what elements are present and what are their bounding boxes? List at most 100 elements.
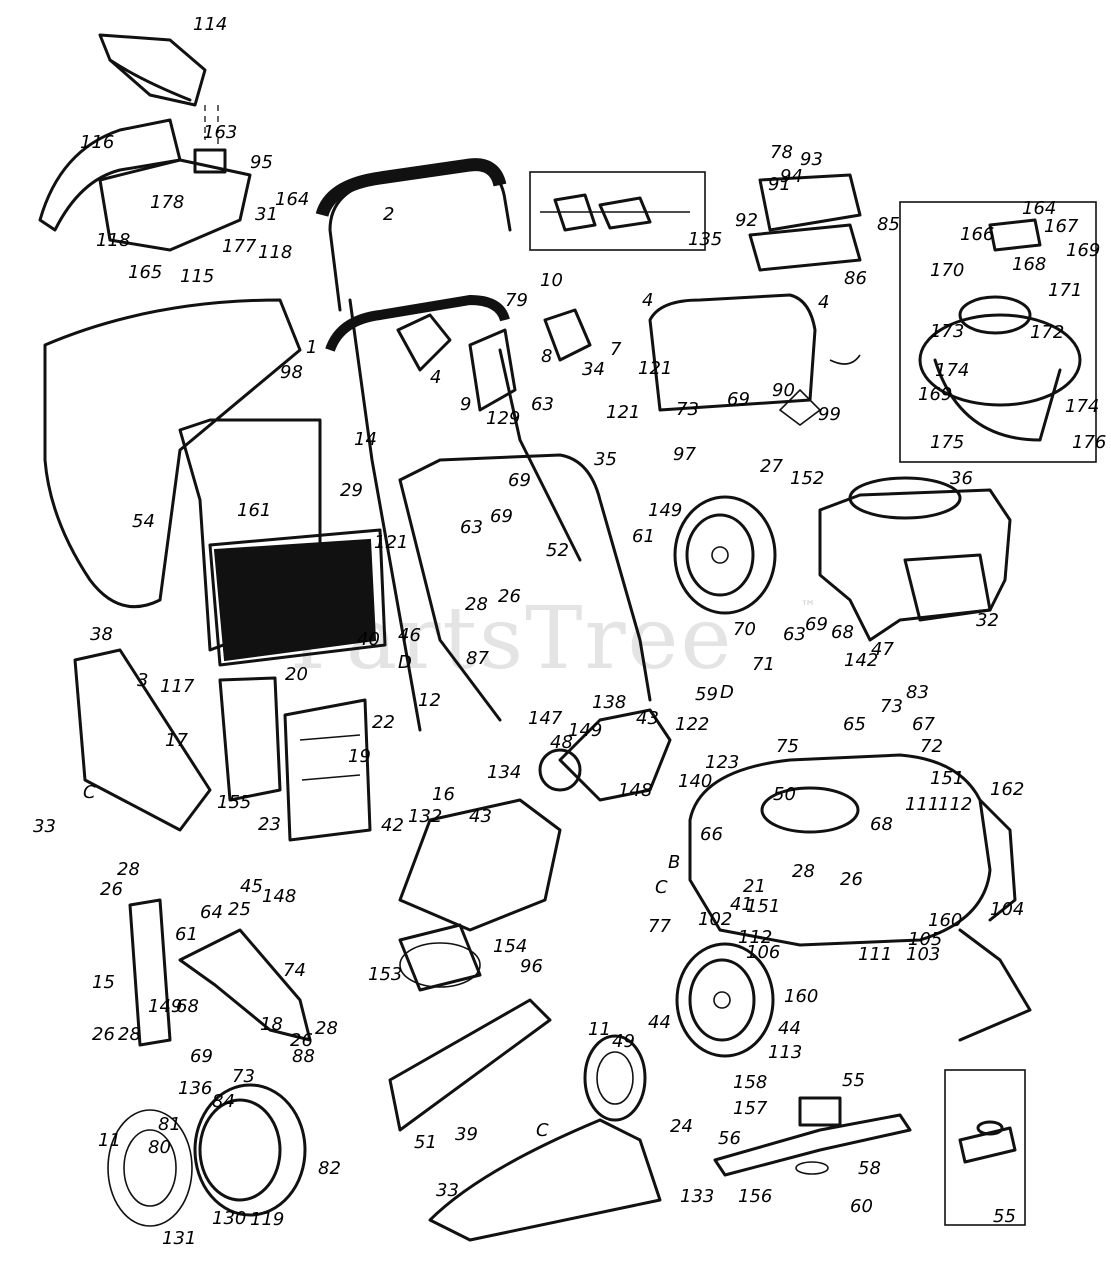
part-label-l158: 158 — [733, 1072, 767, 1093]
blade-assembly — [713, 1096, 912, 1177]
part-label-l71: 71 — [752, 654, 775, 675]
part-label-l147: 147 — [528, 708, 563, 729]
part-label-l44b: 44 — [778, 1018, 801, 1039]
part-label-l114: 114 — [193, 14, 227, 35]
part-label-l69e: 69 — [190, 1046, 213, 1067]
part-label-l69a: 69 — [727, 389, 750, 410]
part-label-l28d: 28 — [315, 1018, 338, 1039]
part-label-l60: 60 — [850, 1196, 873, 1217]
part-label-l17: 17 — [165, 730, 188, 751]
part-label-l102: 102 — [698, 909, 732, 930]
part-label-l176: 176 — [1072, 432, 1106, 453]
part-label-l168: 168 — [1012, 254, 1046, 275]
part-label-l16: 16 — [432, 784, 455, 805]
part-label-l118b: 118 — [258, 242, 292, 263]
part-label-l4b: 4 — [818, 292, 829, 313]
drive-transmission — [398, 708, 672, 932]
part-label-l171: 171 — [1048, 280, 1082, 301]
part-label-l61b: 61 — [175, 924, 198, 945]
part-label-l11b: 11 — [98, 1130, 121, 1151]
part-label-l106: 106 — [746, 942, 780, 963]
part-label-l14: 14 — [354, 429, 377, 450]
part-label-l26c: 26 — [100, 879, 123, 900]
part-label-l45: 45 — [240, 876, 263, 897]
front-left-wheel — [107, 1083, 307, 1227]
part-label-l66: 66 — [700, 824, 723, 845]
part-label-l72: 72 — [920, 736, 943, 757]
part-label-l56: 56 — [718, 1128, 741, 1149]
part-label-l104: 104 — [990, 899, 1024, 920]
part-label-l151a: 151 — [930, 768, 964, 789]
part-label-l97: 97 — [673, 444, 696, 465]
part-label-l63b: 63 — [460, 517, 483, 538]
part-label-l178: 178 — [150, 192, 184, 213]
part-label-l15: 15 — [92, 972, 115, 993]
part-label-l69b: 69 — [508, 470, 531, 491]
part-label-l24: 24 — [670, 1116, 693, 1137]
part-label-l58: 58 — [858, 1158, 881, 1179]
part-label-l148a: 148 — [618, 780, 652, 801]
inset-box-135 — [529, 171, 706, 251]
part-label-l160b: 160 — [784, 986, 818, 1007]
part-label-l95: 95 — [250, 152, 273, 173]
part-label-l118a: 118 — [96, 230, 130, 251]
part-label-l119: 119 — [250, 1209, 284, 1230]
part-label-l12: 12 — [418, 690, 441, 711]
part-label-l175: 175 — [930, 432, 964, 453]
part-label-l26a: 26 — [498, 586, 521, 607]
part-label-l148b: 148 — [262, 886, 296, 907]
part-label-l68a: 68 — [831, 622, 854, 643]
part-label-l64: 64 — [200, 902, 223, 923]
part-label-lC1: C — [83, 782, 96, 803]
part-label-l78: 78 — [770, 142, 793, 163]
part-label-l55b: 55 — [993, 1206, 1016, 1227]
part-label-l25: 25 — [228, 899, 251, 920]
mower-deck — [688, 753, 1032, 1042]
part-label-l68c: 68 — [176, 996, 199, 1017]
part-label-l149a: 149 — [648, 500, 682, 521]
part-label-l61a: 61 — [632, 526, 655, 547]
part-label-l174a: 174 — [935, 360, 969, 381]
part-label-l123: 123 — [705, 752, 739, 773]
inset-blade-adapter — [944, 1069, 1026, 1226]
part-label-l85: 85 — [877, 214, 900, 235]
part-label-l155: 155 — [217, 792, 251, 813]
part-label-l111a: 111 — [905, 794, 939, 815]
part-label-l86: 86 — [844, 268, 867, 289]
part-label-l135: 135 — [688, 229, 722, 250]
part-label-l82: 82 — [318, 1158, 341, 1179]
part-label-lB: B — [668, 852, 680, 873]
part-label-l29: 29 — [340, 480, 363, 501]
part-label-l112a: 112 — [938, 794, 972, 815]
part-label-l2: 2 — [383, 204, 394, 225]
part-label-l103: 103 — [906, 944, 940, 965]
part-label-l161: 161 — [237, 500, 271, 521]
part-label-l50: 50 — [773, 784, 796, 805]
part-label-l79: 79 — [505, 290, 528, 311]
part-label-l91: 91 — [768, 174, 791, 195]
part-label-l52: 52 — [546, 540, 569, 561]
part-label-l140: 140 — [678, 771, 712, 792]
part-label-l69c: 69 — [490, 506, 513, 527]
part-label-l51: 51 — [414, 1132, 437, 1153]
part-label-l35: 35 — [594, 449, 617, 470]
part-label-l7: 7 — [610, 339, 622, 360]
part-label-l99: 99 — [818, 404, 841, 425]
part-label-l83: 83 — [906, 682, 929, 703]
part-label-l48: 48 — [550, 732, 573, 753]
part-label-l160a: 160 — [928, 910, 962, 931]
control-handle — [325, 294, 592, 412]
part-label-l166: 166 — [960, 224, 994, 245]
part-label-l152: 152 — [790, 468, 824, 489]
part-label-l11a: 11 — [588, 1019, 611, 1040]
part-label-l43b: 43 — [469, 806, 492, 827]
engine — [818, 476, 1012, 642]
lower-handle — [398, 348, 652, 722]
part-label-l69d: 69 — [805, 614, 828, 635]
part-label-l4a: 4 — [642, 290, 653, 311]
part-label-l26d: 26 — [290, 1030, 313, 1051]
part-label-l153: 153 — [368, 964, 402, 985]
part-label-l131: 131 — [162, 1228, 196, 1249]
part-label-l31: 31 — [255, 204, 278, 225]
part-label-l136: 136 — [178, 1078, 212, 1099]
